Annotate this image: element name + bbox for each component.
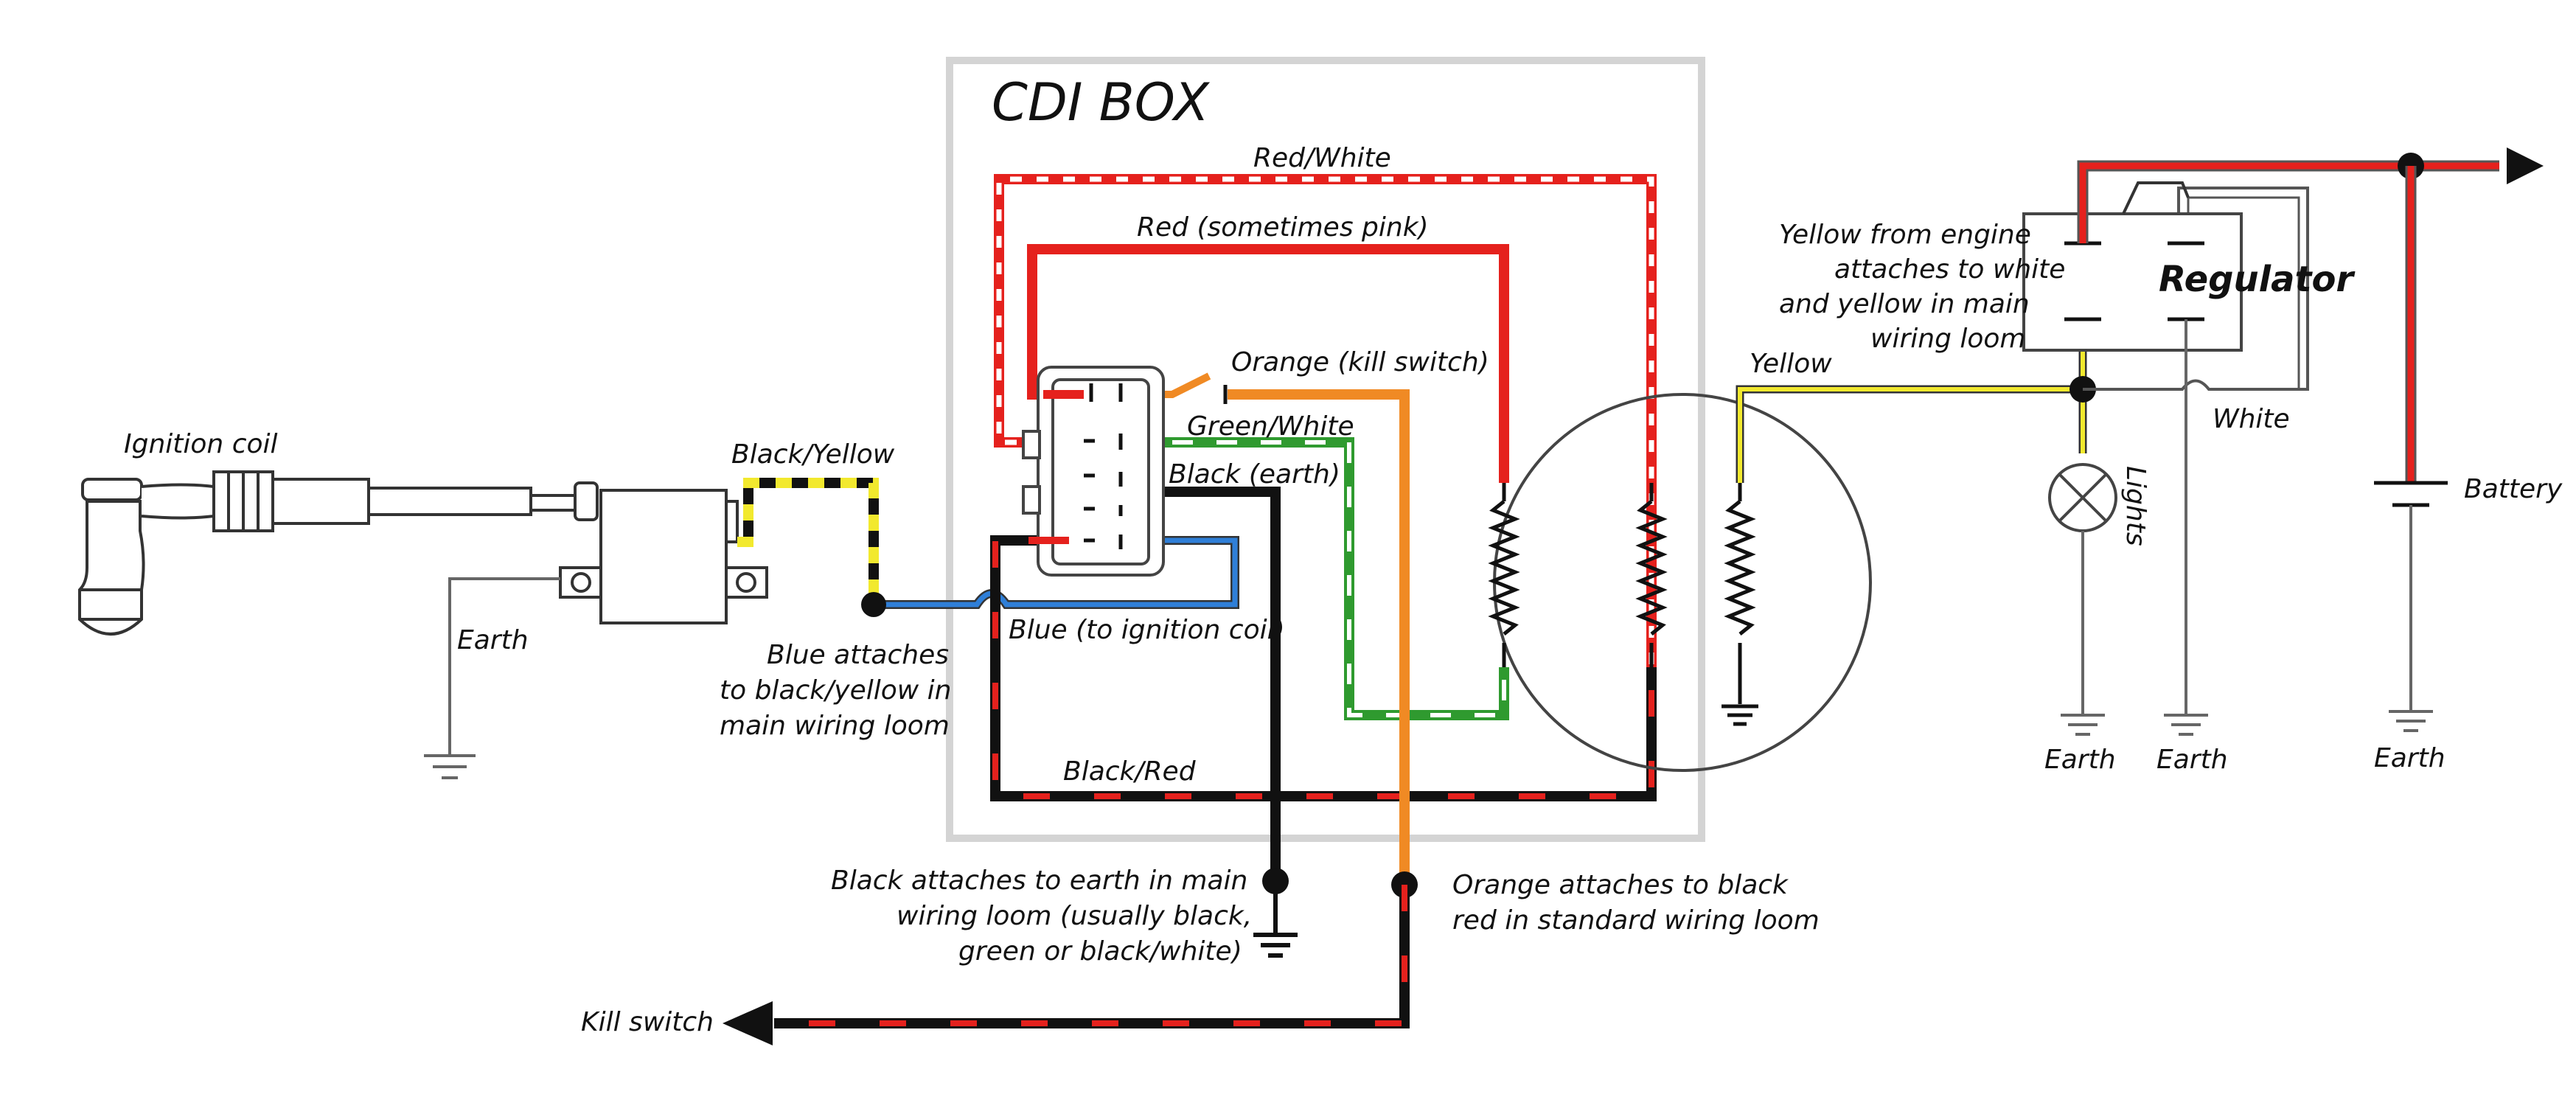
black-earth-ground-symbol [1253,881,1298,958]
earth-label-left: Earth [457,625,529,655]
orange-kill-label: Orange (kill switch) [1231,347,1489,377]
black-yellow-label: Black/Yellow [731,439,895,470]
black-earth-label: Black (earth) [1169,459,1340,490]
regulator-earth [2164,319,2208,736]
cdi-box-frame [946,57,1705,842]
kill-switch-wire [774,885,1410,1028]
earth-label-1: Earth [2044,745,2116,775]
blue-attaches-line3: main wiring loom [720,711,950,741]
red-pink-label: Red (sometimes pink) [1137,212,1429,243]
battery-label: Battery [2464,474,2563,504]
yellow-from-engine-line3: and yellow in main [1779,289,2030,319]
blue-attaches-line2: to black/yellow in [720,675,951,706]
spark-plug-cap [78,478,215,636]
orange-attaches-line2: red in standard wiring loom [1452,905,1820,936]
yellow-label: Yellow [1750,349,1832,379]
stator-circle [1493,393,1872,772]
battery-earth [2389,505,2433,732]
yellow-from-engine-line1: Yellow from engine [1779,220,2031,250]
green-white-wire [1128,437,1509,720]
earth-label-2: Earth [2156,745,2228,775]
blue-junction-dot [861,592,886,617]
black-earth-wire [1128,487,1281,881]
lighting-coil [1722,483,1758,726]
regulator-red-wire [2077,160,2499,243]
kill-switch-label: Kill switch [581,1007,714,1037]
red-white-label: Red/White [1253,143,1391,173]
cdi-box-title: CDI BOX [992,72,1211,133]
ignition-coil-body [559,489,768,624]
lights-earth [2061,531,2105,736]
white-label: White [2213,404,2290,434]
regulator-label: Regulator [2159,259,2356,300]
earth-label-3: Earth [2374,743,2446,773]
black-red-wire [990,535,1657,801]
cdi-connector [1022,366,1165,577]
regulator-box [2022,212,2243,352]
black-yellow-wire [737,478,879,605]
orange-attaches-line1: Orange attaches to black [1452,870,1789,900]
ignition-coil-label: Ignition coil [124,429,278,459]
yellow-from-engine-line2: attaches to white [1834,254,2065,285]
blue-attaches-line1: Blue attaches [767,640,949,670]
red-white-wire [994,174,1657,667]
battery-symbol [2374,481,2448,507]
black-red-label: Black/Red [1063,756,1197,787]
coil-earth-wire [424,577,560,779]
lights-bulb [2048,463,2117,532]
ignition-lead [212,470,599,532]
black-attaches-line3: green or black/white) [958,936,1242,967]
pickup-coil [1488,483,1520,667]
orange-wire [1228,389,1410,885]
kill-switch-arrowhead [723,1001,773,1045]
white-wire [2083,187,2309,391]
white-wire-inner [2187,196,2300,389]
green-white-label: Green/White [1187,411,1354,442]
lights-label: Lights [2120,466,2151,546]
source-coil [1635,483,1668,667]
blue-ignition-label: Blue (to ignition coil) [1009,615,1285,645]
black-attaches-line2: wiring loom (usually black, [897,901,1252,931]
black-attaches-line1: Black attaches to earth in main [831,866,1247,896]
cdi-connector-pins [1084,383,1123,549]
output-arrowhead [2507,147,2544,184]
yellow-from-engine-line4: wiring loom [1870,324,2025,354]
